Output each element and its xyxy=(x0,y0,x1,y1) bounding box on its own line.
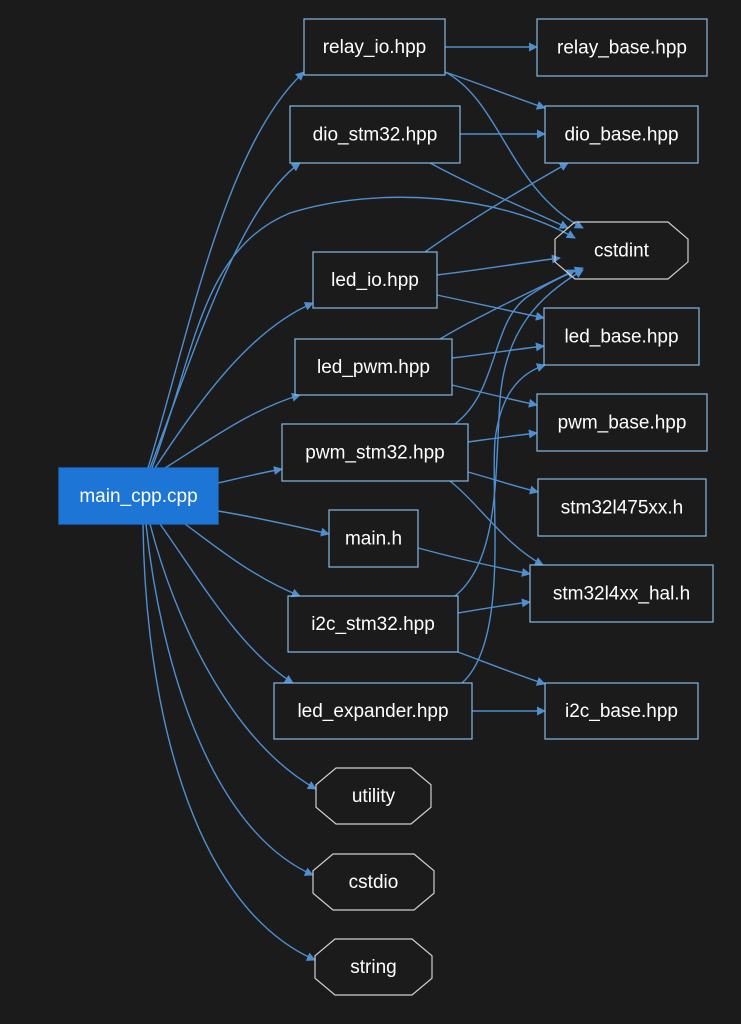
node-label-led_base: led_base.hpp xyxy=(564,327,678,348)
edge-i2c_stm32-to-cstdint xyxy=(454,269,584,597)
node-shape-dio_stm32 xyxy=(289,105,461,164)
node-label-pwm_stm32: pwm_stm32.hpp xyxy=(305,443,444,464)
node-label-led_pwm: led_pwm.hpp xyxy=(317,357,430,378)
node-label-relay_io: relay_io.hpp xyxy=(323,37,427,58)
edge-i2c_stm32-to-stm32l4_hal xyxy=(457,598,531,614)
node-label-relay_base: relay_base.hpp xyxy=(557,38,687,59)
edge-pwm_stm32-to-pwm_base xyxy=(467,429,538,443)
node-dio_stm32[interactable]: dio_stm32.hpp xyxy=(289,105,461,164)
edge-relay_io-to-dio_base xyxy=(444,71,546,110)
node-cstdint[interactable]: cstdint xyxy=(554,221,689,280)
node-shape-led_io xyxy=(312,251,438,309)
edges-layer xyxy=(142,42,584,961)
node-shape-pwm_base xyxy=(536,393,708,452)
node-main_h[interactable]: main.h xyxy=(328,509,419,568)
node-shape-led_base xyxy=(543,307,700,366)
node-shape-i2c_base xyxy=(544,682,699,740)
node-label-main_h: main.h xyxy=(345,529,402,550)
node-shape-i2c_stm32 xyxy=(287,595,459,653)
node-shape-stm32l4_hal xyxy=(529,564,714,623)
node-shape-relay_io xyxy=(303,18,446,76)
node-label-stm32l4_hal: stm32l4xx_hal.h xyxy=(553,584,690,605)
edge-main_cpp-to-pwm_stm32 xyxy=(217,466,283,484)
edge-main_cpp-to-main_h xyxy=(217,510,330,537)
edge-led_io-to-cstdint xyxy=(436,254,561,276)
node-cstdio[interactable]: cstdio xyxy=(312,853,435,911)
node-label-i2c_stm32: i2c_stm32.hpp xyxy=(311,614,435,635)
node-label-i2c_base: i2c_base.hpp xyxy=(565,701,678,722)
node-shape-relay_base xyxy=(536,18,708,77)
node-label-stm32l475: stm32l475xx.h xyxy=(561,498,684,519)
node-label-cstdint: cstdint xyxy=(594,241,650,262)
edge-i2c_stm32-to-i2c_base xyxy=(457,651,546,686)
node-label-main_cpp: main_cpp.cpp xyxy=(79,486,197,507)
node-shape-dio_base xyxy=(544,105,699,164)
node-pwm_base[interactable]: pwm_base.hpp xyxy=(536,393,708,452)
node-relay_io[interactable]: relay_io.hpp xyxy=(303,18,446,76)
node-label-dio_base: dio_base.hpp xyxy=(564,125,678,146)
node-shape-pwm_stm32 xyxy=(281,423,469,482)
node-led_expander[interactable]: led_expander.hpp xyxy=(273,682,473,740)
node-utility[interactable]: utility xyxy=(315,767,432,825)
node-i2c_stm32[interactable]: i2c_stm32.hpp xyxy=(287,595,459,653)
edge-main_cpp-to-relay_io xyxy=(147,71,305,469)
node-led_pwm[interactable]: led_pwm.hpp xyxy=(294,338,453,396)
node-label-utility: utility xyxy=(352,786,396,807)
edge-main_cpp-to-led_expander xyxy=(159,523,294,684)
node-led_base[interactable]: led_base.hpp xyxy=(543,307,700,366)
node-relay_base[interactable]: relay_base.hpp xyxy=(536,18,708,77)
edge-led_io-to-led_base xyxy=(436,294,545,321)
edge-led_pwm-to-pwm_base xyxy=(451,384,538,408)
edge-led_io-to-dio_base xyxy=(424,162,569,253)
node-shape-main_h xyxy=(328,509,419,568)
edge-main_h-to-stm32l4_hal xyxy=(417,547,531,577)
edge-main_cpp-to-led_io xyxy=(154,302,314,469)
node-shape-led_expander xyxy=(273,682,473,740)
node-shape-main_cpp xyxy=(58,467,219,525)
node-label-pwm_base: pwm_base.hpp xyxy=(558,413,687,434)
edge-pwm_stm32-to-cstdint xyxy=(454,266,584,425)
edge-main_cpp-to-cstdio xyxy=(145,523,314,876)
node-label-led_expander: led_expander.hpp xyxy=(297,701,448,722)
node-shape-cstdint xyxy=(554,221,689,280)
node-stm32l4_hal[interactable]: stm32l4xx_hal.h xyxy=(529,564,714,623)
edge-led_pwm-to-led_base xyxy=(451,342,545,359)
node-label-dio_stm32: dio_stm32.hpp xyxy=(313,125,438,146)
nodes-layer: main_cpp.cpp relay_io.hpp dio_stm32.hppled… xyxy=(58,18,714,996)
node-main_cpp[interactable]: main_cpp.cpp xyxy=(58,467,219,525)
edge-main_cpp-to-led_pwm xyxy=(164,393,301,469)
node-string[interactable]: string xyxy=(314,938,433,996)
node-shape-string xyxy=(314,938,433,996)
edge-dio_stm32-to-cstdint xyxy=(429,162,569,229)
node-pwm_stm32[interactable]: pwm_stm32.hpp xyxy=(281,423,469,482)
node-label-cstdio: cstdio xyxy=(349,872,399,893)
edge-relay_io-to-cstdint xyxy=(444,71,584,229)
node-label-led_io: led_io.hpp xyxy=(331,270,419,291)
node-stm32l475[interactable]: stm32l475xx.h xyxy=(537,478,707,537)
node-shape-stm32l475 xyxy=(537,478,707,537)
edge-pwm_stm32-to-stm32l4_hal xyxy=(449,480,544,566)
edge-main_cpp-to-i2c_stm32 xyxy=(184,523,301,598)
edge-pwm_stm32-to-stm32l475 xyxy=(467,471,539,495)
edge-led_expander-to-led_base xyxy=(461,363,546,684)
node-shape-cstdio xyxy=(312,853,435,911)
node-dio_base[interactable]: dio_base.hpp xyxy=(544,105,699,164)
node-shape-utility xyxy=(315,767,432,825)
edge-main_cpp-to-string xyxy=(142,523,316,961)
node-i2c_base[interactable]: i2c_base.hpp xyxy=(544,682,699,740)
edge-main_cpp-to-utility xyxy=(149,523,317,790)
node-shape-led_pwm xyxy=(294,338,453,396)
node-led_io[interactable]: led_io.hpp xyxy=(312,251,438,309)
node-label-string: string xyxy=(350,957,396,978)
